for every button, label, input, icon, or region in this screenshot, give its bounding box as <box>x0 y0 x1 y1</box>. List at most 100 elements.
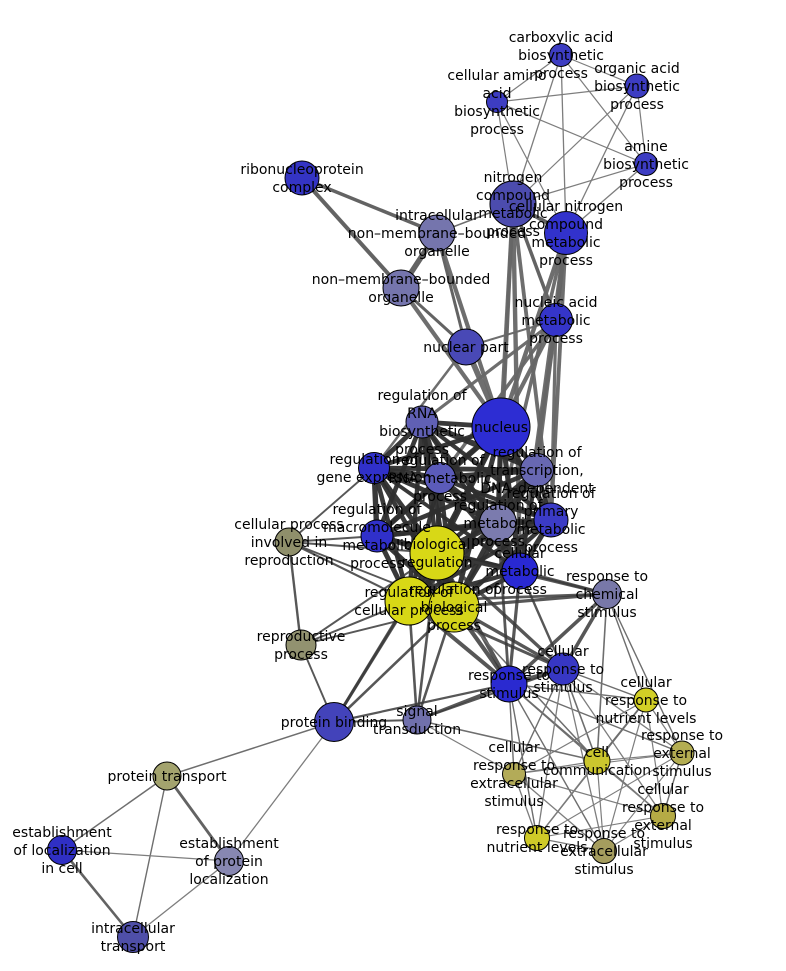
graph-node-organic-acid-biosynthetic-process[interactable] <box>624 73 650 99</box>
graph-edge <box>560 54 567 234</box>
graph-edge <box>132 775 168 938</box>
graph-node-response-to-extracellular-stimulus[interactable] <box>591 838 617 864</box>
graph-edge <box>507 592 609 686</box>
graph-edge <box>536 760 598 839</box>
graph-node-carboxylic-acid-biosynthetic-process[interactable] <box>549 43 573 67</box>
graph-node-reproductive-process[interactable] <box>285 629 317 661</box>
graph-node-intracellular-non-membrane-bounded-organelle[interactable] <box>418 214 456 252</box>
graph-node-regulation-of-rna-metabolic-process[interactable] <box>424 462 456 494</box>
graph-node-ribonucleoprotein-complex[interactable] <box>284 160 320 196</box>
graph-node-cellular-response-to-nutrient-levels[interactable] <box>633 687 659 713</box>
graph-node-regulation-of-transcription-dna-dependent[interactable] <box>520 453 554 487</box>
graph-node-nuclear-part[interactable] <box>447 328 485 366</box>
graph-node-cellular-response-to-stimulus[interactable] <box>546 652 580 686</box>
graph-node-regulation-of-rna-biosynthetic-process[interactable] <box>405 405 439 439</box>
graph-edge <box>288 467 375 543</box>
graph-edge <box>596 760 664 817</box>
graph-edge <box>562 668 605 852</box>
graph-edge <box>496 101 647 165</box>
graph-node-label-protein-binding: protein binding <box>281 715 387 731</box>
graph-edge <box>535 319 558 471</box>
graph-node-cellular-process-involved-in-reproduction[interactable] <box>274 527 304 557</box>
graph-edge <box>536 815 664 839</box>
graph-node-cellular-amino-acid-biosynthetic-process[interactable] <box>486 91 508 113</box>
graph-edge <box>596 760 605 852</box>
graph-edge <box>165 775 231 862</box>
graph-node-nucleic-acid-metabolic-process[interactable] <box>539 303 573 337</box>
graph-node-response-to-stimulus[interactable] <box>490 665 528 703</box>
graph-edge <box>496 85 638 103</box>
graph-node-non-membrane-bounded-organelle[interactable] <box>382 269 420 307</box>
graph-node-response-to-external-stimulus[interactable] <box>669 740 695 766</box>
graph-edge <box>596 593 608 762</box>
graph-edge <box>496 54 562 103</box>
graph-edge <box>132 860 230 938</box>
graph-edge <box>508 683 683 754</box>
graph-edge <box>603 752 683 852</box>
graph-edge <box>333 606 455 723</box>
graph-node-cellular-response-to-extracellular-stimulus[interactable] <box>502 762 526 786</box>
graph-node-regulation-of-primary-metabolic-process[interactable] <box>533 502 569 538</box>
graph-node-label-nuclear-part: nuclear part <box>423 340 509 356</box>
graph-node-nitrogen-compound-metabolic-process[interactable] <box>489 180 537 228</box>
graph-edge <box>513 773 664 817</box>
graph-node-intracellular-transport[interactable] <box>117 921 149 953</box>
graph-node-biological-regulation[interactable] <box>409 525 465 581</box>
graph-node-nucleus[interactable] <box>471 397 531 457</box>
graph-edge <box>606 593 683 754</box>
graph-edge <box>416 719 515 775</box>
graph-edge <box>508 683 538 839</box>
graph-node-protein-binding[interactable] <box>314 702 354 742</box>
graph-node-establishment-of-localization-in-cell[interactable] <box>47 835 77 865</box>
graph-node-label-nucleus: nucleus <box>474 420 528 436</box>
graph-edge <box>512 54 562 205</box>
graph-node-regulation-of-macromolecule-metabolic-process[interactable] <box>360 519 394 553</box>
graph-node-signal-transduction[interactable] <box>402 705 432 735</box>
graph-node-regulation-of-gene-expression[interactable] <box>358 452 390 484</box>
graph-edge <box>513 760 598 775</box>
graph-edge <box>166 721 335 777</box>
graph-edge <box>416 719 598 762</box>
graph-node-protein-transport[interactable] <box>152 761 182 791</box>
graph-node-cellular-nitrogen-compound-metabolic-process[interactable] <box>544 211 588 255</box>
graph-node-amine-biosynthetic-process[interactable] <box>634 152 658 176</box>
graph-node-regulation-of-biological-process[interactable] <box>428 581 480 633</box>
graph-node-regulation-of-metabolic-process[interactable] <box>479 504 517 542</box>
graph-edge <box>498 232 569 428</box>
graph-node-cell-communication[interactable] <box>583 747 611 775</box>
graph-edge <box>560 54 647 165</box>
graph-edge <box>513 699 647 775</box>
graph-edge <box>60 849 135 938</box>
graph-node-cellular-metabolic-process[interactable] <box>501 552 539 590</box>
graph-node-establishment-of-protein-localization[interactable] <box>214 846 244 876</box>
graph-edge <box>496 101 567 234</box>
graph-node-response-to-chemical-stimulus[interactable] <box>592 579 622 609</box>
graph-node-response-to-nutrient-levels[interactable] <box>524 825 550 851</box>
graph-node-cellular-response-to-external-stimulus[interactable] <box>650 803 676 829</box>
